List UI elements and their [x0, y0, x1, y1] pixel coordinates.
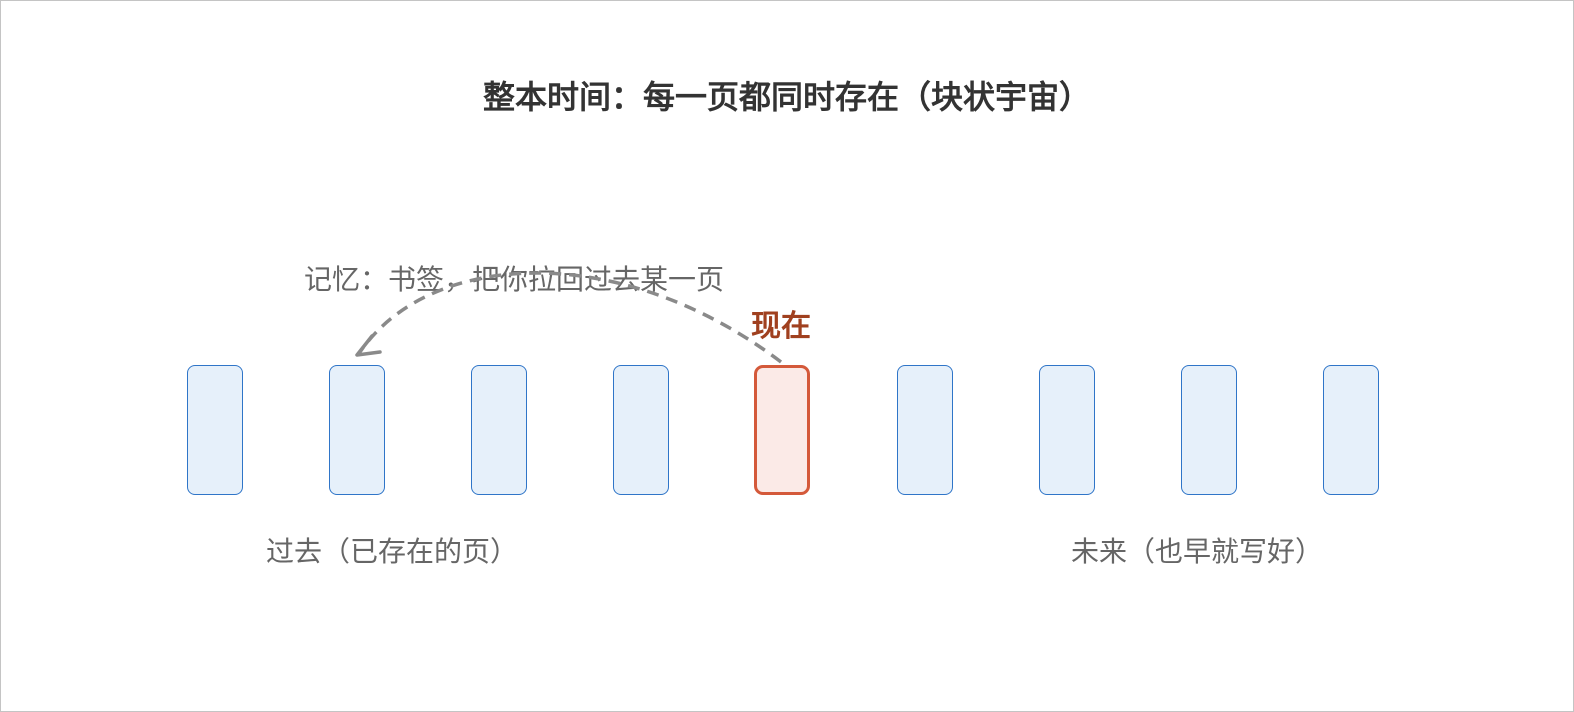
future-label: 未来（也早就写好）: [1071, 535, 1324, 568]
now-label: 现在: [751, 309, 811, 344]
page-block: [897, 365, 953, 495]
memory-arrow-head: [355, 334, 382, 357]
page-block: [329, 365, 385, 495]
page-block: [187, 365, 243, 495]
current-page-block: [754, 365, 810, 495]
page-block: [471, 365, 527, 495]
diagram-title: 整本时间：每一页都同时存在（块状宇宙）: [482, 78, 1091, 116]
page-block: [613, 365, 669, 495]
page-block: [1323, 365, 1379, 495]
memory-label: 记忆：书签，把你拉回过去某一页: [304, 263, 725, 296]
memory-arrow-path: [358, 271, 783, 364]
page-block: [1039, 365, 1095, 495]
past-label: 过去（已存在的页）: [266, 535, 519, 568]
page-block: [1181, 365, 1237, 495]
